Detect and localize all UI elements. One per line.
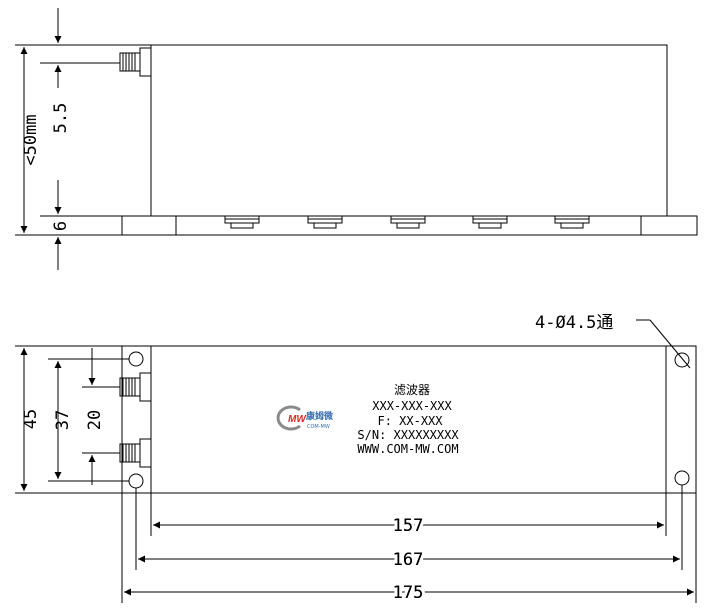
mount-hole-top-right xyxy=(674,352,690,368)
top-connector-upper xyxy=(119,372,152,402)
height-dim-label: <50mm xyxy=(21,114,41,165)
company-logo: MW 康姆微 COM-MW xyxy=(276,405,334,431)
len-mid-label-bg: 167 xyxy=(393,550,424,570)
len-total-label: 175 xyxy=(393,583,424,603)
top-view: 45 37 20 4-Ø4.5通 157 157 167 167 175 175 xyxy=(15,313,697,606)
right-flange xyxy=(640,215,698,236)
label-product-name: 滤波器 xyxy=(394,383,430,397)
product-label: 滤波器 XXX-XXX-XXX F: XX-XXX S/N: XXXXXXXXX… xyxy=(357,383,459,456)
label-website: WWW.COM-MW.COM xyxy=(357,442,458,456)
side-output-connector-2 xyxy=(307,215,343,229)
side-output-connectors xyxy=(224,215,590,229)
len-inner-label-bg: 157 xyxy=(393,516,424,536)
side-output-connector-1 xyxy=(224,215,260,229)
top-flange-outline xyxy=(121,345,697,494)
len-total-label-bg: 175 xyxy=(393,583,424,603)
width-dim-label: 45 xyxy=(21,409,41,429)
label-serial-number: S/N: XXXXXXXXX xyxy=(357,428,459,442)
port-spacing-dim-label: 20 xyxy=(85,410,105,430)
hole-note-label: 4-Ø4.5通 xyxy=(535,313,613,333)
side-input-connector xyxy=(119,47,152,77)
side-output-connector-5 xyxy=(554,215,590,229)
bottom-offset-dim-label: 6 xyxy=(51,221,71,231)
left-flange xyxy=(121,215,177,236)
side-output-connector-4 xyxy=(472,215,508,229)
logo-mark: MW xyxy=(288,414,307,425)
logo-swoosh-icon xyxy=(276,405,301,431)
len-mid-label: 167 xyxy=(393,550,424,570)
logo-english-name: COM-MW xyxy=(307,424,330,430)
side-body-outline xyxy=(150,44,668,217)
hole-note-leader xyxy=(649,319,691,369)
label-frequency: F: XX-XXX xyxy=(377,414,443,428)
side-output-connector-3 xyxy=(390,215,426,229)
top-offset-dim-label: 5.5 xyxy=(51,103,71,134)
inner-dim-label: 37 xyxy=(53,410,73,430)
side-view: <50mm 5.5 6 xyxy=(15,8,698,270)
len-inner-label: 157 xyxy=(393,516,424,536)
label-model-number: XXX-XXX-XXX xyxy=(372,399,452,413)
logo-chinese-name: 康姆微 xyxy=(306,410,334,422)
